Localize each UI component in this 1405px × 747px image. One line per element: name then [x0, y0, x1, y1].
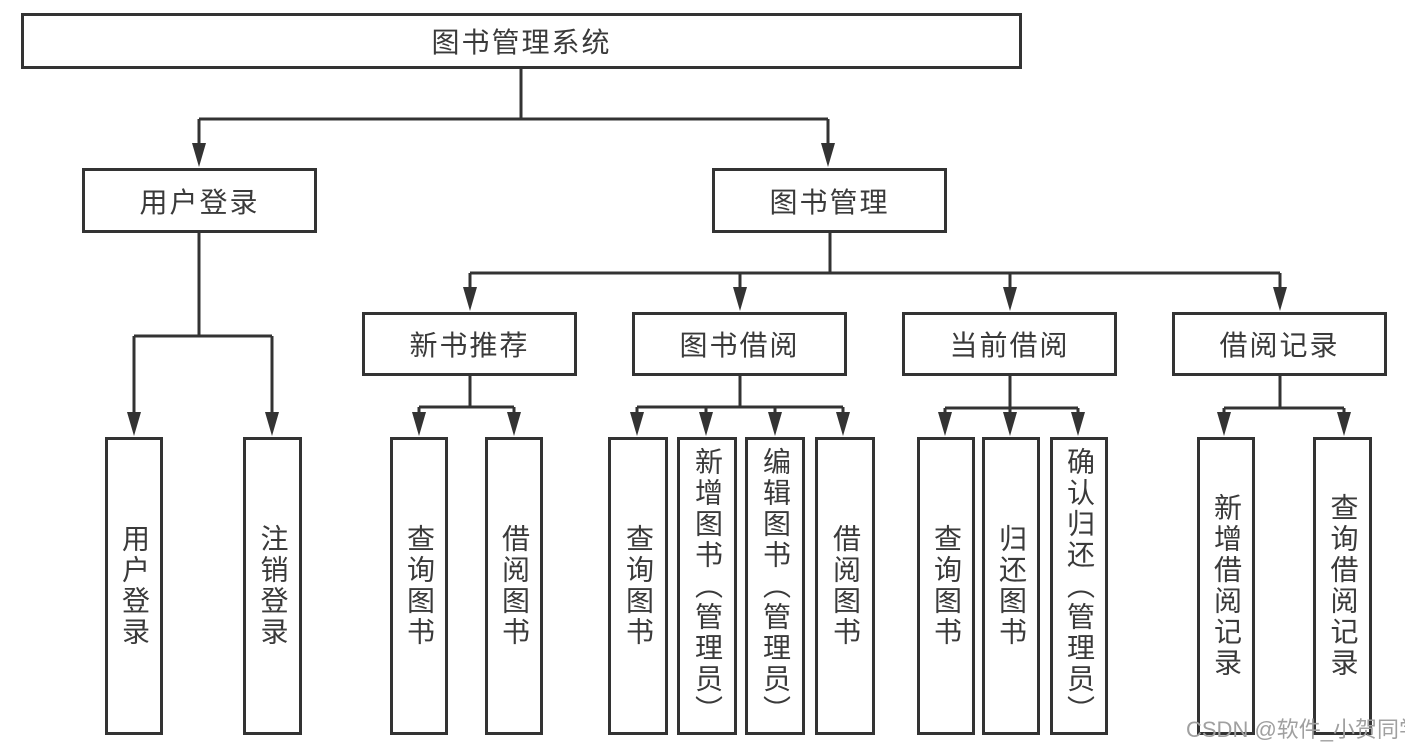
node-leaf-edit-book-admin: 编辑图书（管理员）: [745, 437, 805, 735]
node-user-login-label: 用户登录: [139, 186, 260, 218]
node-leaf-query-books-recommend: 查询图书: [390, 437, 448, 735]
node-leaf-return-books: 归还图书: [982, 437, 1040, 735]
csdn-watermark: CSDN @软件_小贺同学: [1186, 717, 1405, 742]
node-book-borrow: 图书借阅: [632, 312, 847, 376]
node-leaf-return-books-label: 归还图书: [996, 524, 1027, 648]
node-leaf-query-books-recommend-label: 查询图书: [404, 524, 435, 648]
node-user-login: 用户登录: [82, 168, 317, 233]
node-leaf-confirm-return-admin: 确认归还（管理员）: [1050, 437, 1108, 735]
node-leaf-borrow-books-recommend: 借阅图书: [485, 437, 543, 735]
node-leaf-user-login: 用户登录: [105, 437, 163, 735]
node-root: 图书管理系统: [21, 13, 1022, 69]
node-leaf-confirm-return-admin-label: 确认归还（管理员）: [1064, 446, 1095, 726]
node-leaf-user-login-label: 用户登录: [119, 524, 150, 648]
node-leaf-edit-book-admin-label: 编辑图书（管理员）: [760, 446, 791, 726]
node-new-book-recommend-label: 新书推荐: [409, 330, 530, 361]
node-leaf-borrow-books: 借阅图书: [815, 437, 875, 735]
node-leaf-add-book-admin: 新增图书（管理员）: [677, 437, 737, 735]
node-borrow-records-label: 借阅记录: [1219, 330, 1340, 361]
node-leaf-add-borrow-record-label: 新增借阅记录: [1211, 493, 1242, 679]
node-leaf-borrow-books-label: 借阅图书: [830, 524, 861, 648]
node-leaf-query-books-current: 查询图书: [917, 437, 975, 735]
node-leaf-add-book-admin-label: 新增图书（管理员）: [692, 446, 723, 726]
node-leaf-add-borrow-record: 新增借阅记录: [1197, 437, 1255, 735]
node-leaf-borrow-books-recommend-label: 借阅图书: [499, 524, 530, 648]
node-leaf-logout: 注销登录: [243, 437, 302, 735]
node-leaf-query-books-current-label: 查询图书: [931, 524, 962, 648]
node-root-label: 图书管理系统: [431, 27, 612, 58]
arrowheads: [127, 143, 1351, 436]
node-borrow-records: 借阅记录: [1172, 312, 1387, 376]
node-leaf-logout-label: 注销登录: [257, 524, 289, 648]
node-book-borrow-label: 图书借阅: [679, 330, 800, 361]
node-book-management: 图书管理: [712, 168, 947, 233]
node-current-borrow-label: 当前借阅: [949, 330, 1070, 361]
node-leaf-query-books-borrow-label: 查询图书: [623, 524, 654, 648]
node-current-borrow: 当前借阅: [902, 312, 1117, 376]
node-new-book-recommend: 新书推荐: [362, 312, 577, 376]
node-leaf-query-borrow-record-label: 查询借阅记录: [1327, 493, 1359, 679]
node-leaf-query-books-borrow: 查询图书: [608, 437, 668, 735]
node-leaf-query-borrow-record: 查询借阅记录: [1313, 437, 1372, 735]
node-book-management-label: 图书管理: [769, 186, 890, 218]
